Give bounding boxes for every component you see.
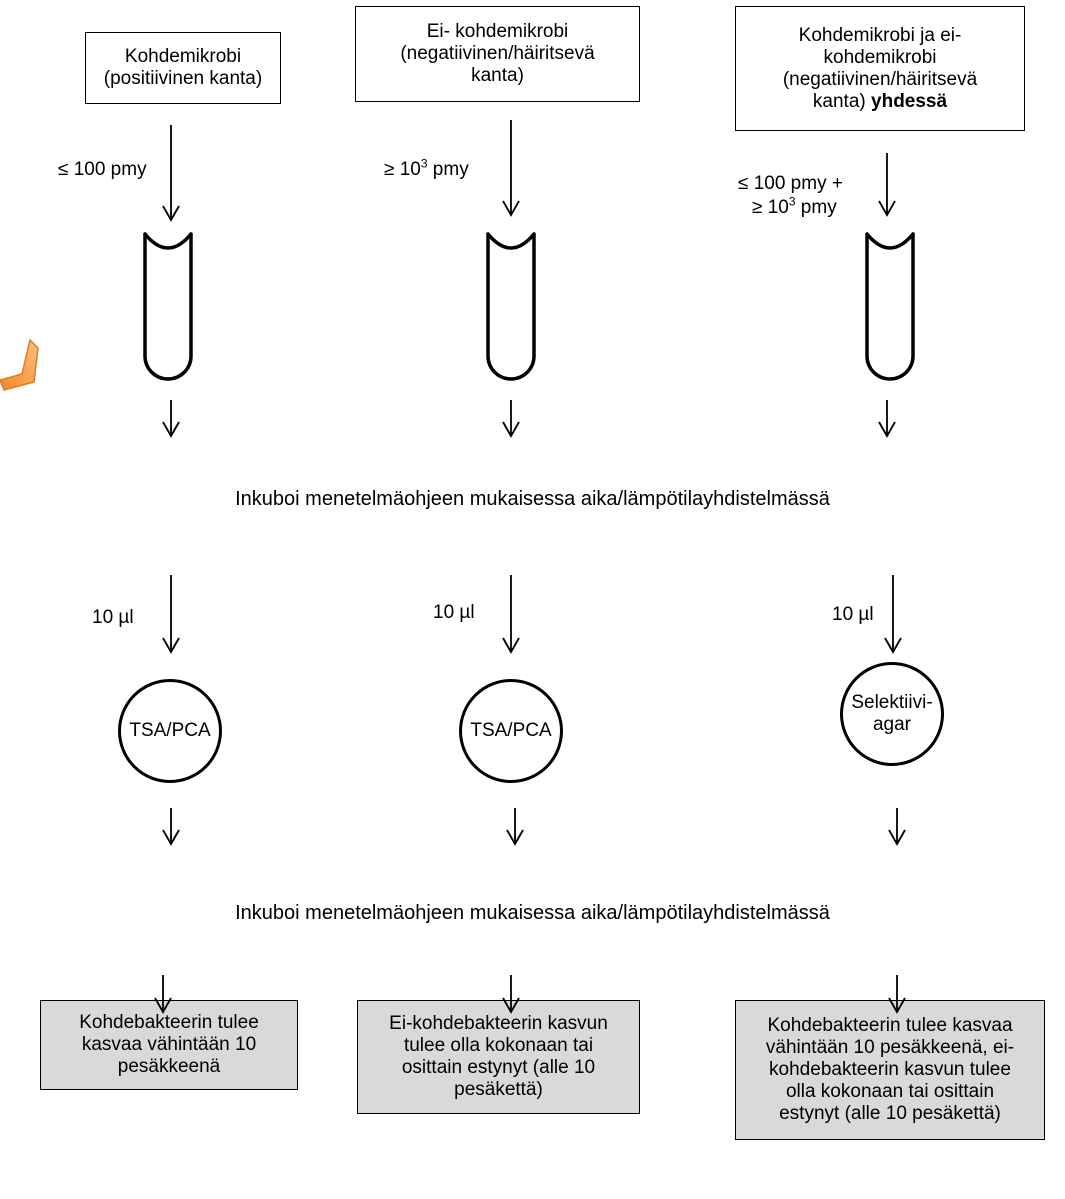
arrow-down-icon — [502, 400, 520, 438]
header-line: (positiivinen kanta) — [103, 68, 263, 89]
agar-plate-tsa-pca-2: TSA/PCA — [459, 679, 563, 783]
result-line: pesäkettä) — [454, 1079, 543, 1100]
result-line: estynyt (alle 10 pesäkettä) — [779, 1103, 1001, 1124]
volume-label-1: 10 µl — [92, 607, 134, 628]
result-line: kasvaa vähintään 10 — [81, 1034, 257, 1055]
arrow-down-icon — [162, 808, 180, 846]
header-line: kohdemikrobi — [823, 46, 937, 68]
inoculum-label-target: ≤ 100 pmy — [58, 159, 147, 180]
inoculum-text: ≥ 10 — [752, 197, 789, 218]
arrow-down-icon — [502, 575, 520, 654]
test-tube-icon — [143, 232, 193, 381]
header-line: Kohdemikrobi ja ei- — [798, 24, 962, 46]
agar-plate-selective: Selektiivi- agar — [840, 662, 944, 766]
result-box-target: Kohdebakteerin tulee kasvaa vähintään 10… — [40, 1000, 298, 1090]
plate-label: agar — [872, 714, 912, 735]
header-line: (negatiivinen/häiritsevä — [400, 43, 595, 64]
volume-label-2: 10 µl — [433, 602, 475, 623]
inoculum-label-non-target: ≥ 103 pmy — [384, 156, 469, 181]
header-line: Ei- kohdemikrobi — [426, 21, 569, 42]
result-line: pesäkkeenä — [117, 1056, 221, 1077]
arrow-down-icon — [502, 120, 520, 217]
arrow-down-icon — [162, 400, 180, 438]
inoculum-label-combined-1: ≤ 100 pmy + — [738, 173, 843, 194]
result-box-non-target: Ei-kohdebakteerin kasvun tulee olla koko… — [357, 1000, 640, 1114]
arrow-down-icon — [162, 575, 180, 654]
inoculum-unit: pmy — [795, 197, 837, 218]
inoculum-unit: pmy — [427, 159, 469, 180]
inoculum-label-combined-2: ≥ 103 pmy — [752, 194, 837, 219]
agar-plate-tsa-pca-1: TSA/PCA — [118, 679, 222, 783]
plate-label: TSA/PCA — [470, 720, 552, 741]
arrow-down-icon — [878, 153, 896, 217]
header-text: kanta) — [812, 90, 872, 112]
result-line: vähintään 10 pesäkkeenä, ei- — [765, 1037, 1015, 1058]
volume-label-3: 10 µl — [832, 604, 874, 625]
arrow-down-icon — [502, 975, 520, 1014]
arrow-down-icon — [888, 975, 906, 1014]
header-line: kanta) — [471, 65, 524, 86]
arrow-down-icon — [878, 400, 896, 438]
result-line: osittain estynyt (alle 10 — [401, 1057, 596, 1078]
arrow-down-icon — [162, 125, 180, 222]
test-tube-icon — [486, 232, 536, 381]
test-tube-icon — [865, 232, 915, 381]
result-line: kohdebakteerin kasvun tulee — [769, 1059, 1011, 1080]
header-line: kanta) yhdessä — [736, 91, 1024, 113]
arrow-down-icon — [506, 808, 524, 846]
header-box-combined: Kohdemikrobi ja ei- kohdemikrobi (negati… — [735, 6, 1025, 131]
inoculum-exponent: 3 — [420, 156, 428, 171]
result-line: Kohdebakteerin tulee — [79, 1012, 259, 1033]
result-line: Kohdebakteerin tulee kasvaa — [767, 1015, 1013, 1036]
incubation-step-1: Inkuboi menetelmäohjeen mukaisessa aika/… — [235, 488, 830, 510]
result-line: tulee olla kokonaan tai — [403, 1035, 594, 1056]
arrow-down-icon — [888, 808, 906, 846]
result-line: Ei-kohdebakteerin kasvun — [389, 1013, 608, 1034]
header-box-non-target: Ei- kohdemikrobi (negatiivinen/häiritsev… — [355, 6, 640, 102]
arrow-down-icon — [154, 975, 172, 1014]
plate-label: Selektiivi- — [851, 692, 933, 713]
incubation-step-2: Inkuboi menetelmäohjeen mukaisessa aika/… — [235, 902, 830, 924]
plate-label: TSA/PCA — [129, 720, 211, 741]
inoculum-exponent: 3 — [788, 194, 796, 209]
header-line: (negatiivinen/häiritsevä — [782, 68, 978, 90]
orange-pointer-icon — [0, 338, 39, 391]
result-box-combined: Kohdebakteerin tulee kasvaa vähintään 10… — [735, 1000, 1045, 1140]
result-line: olla kokonaan tai osittain — [785, 1081, 995, 1102]
header-box-target: Kohdemikrobi (positiivinen kanta) — [85, 32, 281, 104]
header-bold-text: yhdessä — [871, 90, 948, 112]
header-line: Kohdemikrobi — [124, 46, 242, 67]
arrow-down-icon — [884, 575, 902, 654]
inoculum-text: ≥ 10 — [384, 159, 421, 180]
